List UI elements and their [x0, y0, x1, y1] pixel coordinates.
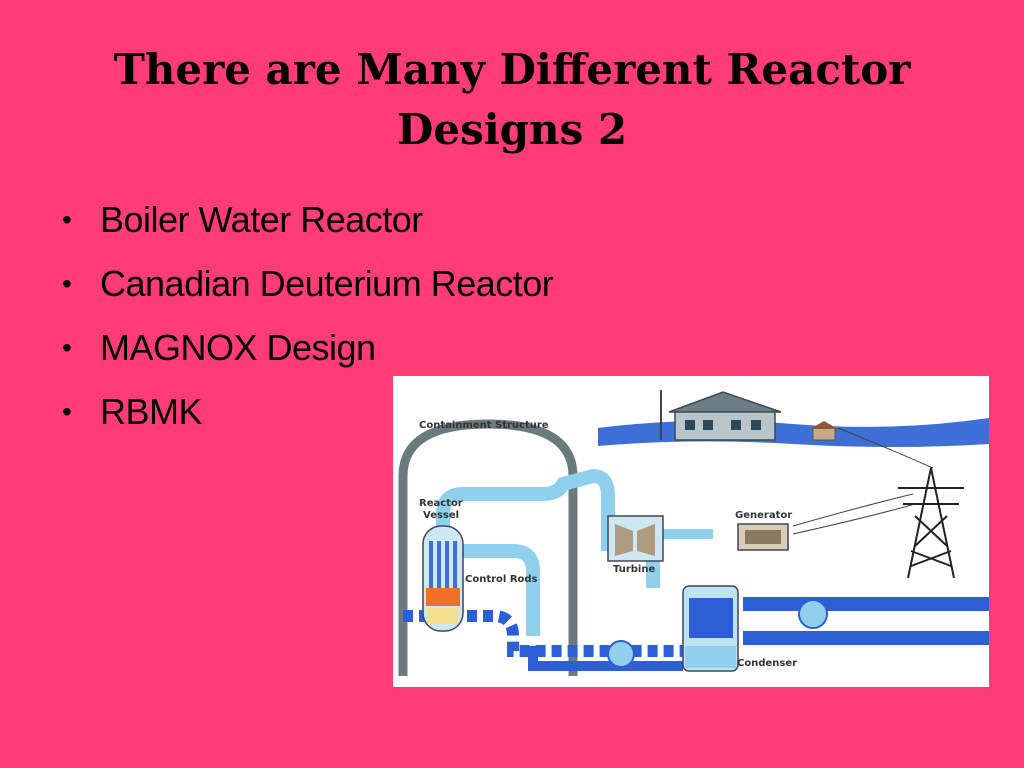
house-icon [668, 391, 782, 441]
bullet-list: • Boiler Water Reactor • Canadian Deuteriu… [60, 188, 554, 444]
feedwater-pipe [453, 544, 540, 636]
reactor-diagram: Containment Structure Reactor Vessel Con… [393, 376, 989, 687]
bullet-dot-icon: • [62, 204, 72, 235]
containment-structure [398, 419, 578, 676]
power-line [837, 427, 934, 469]
generator-label: Generator [735, 510, 792, 521]
bullet-item: • Boiler Water Reactor [60, 188, 553, 252]
power-line [792, 493, 914, 527]
reactor-vessel-label: Reactor [419, 498, 463, 509]
bullet-item: • MAGNOX Design [60, 316, 553, 380]
condenser-label: Condenser [737, 658, 797, 669]
bullet-dot-icon: • [62, 332, 72, 363]
bullet-text: MAGNOX Design [100, 327, 376, 368]
transmission-tower-icon [898, 467, 964, 579]
control-rods-label: Control Rods [465, 574, 538, 585]
pump-icon [607, 640, 635, 668]
turbine [607, 515, 664, 562]
bullet-dot-icon: • [62, 396, 72, 427]
bullet-text: Boiler Water Reactor [100, 199, 423, 240]
generator [737, 523, 789, 551]
containment-label: Containment Structure [419, 420, 549, 431]
bullet-dot-icon: • [62, 268, 72, 299]
steam-pipe [436, 468, 615, 551]
small-house-icon [810, 421, 838, 441]
reactor-vessel-label: Vessel [423, 510, 459, 521]
condenser [682, 585, 739, 672]
bullet-item: • RBMK [60, 380, 553, 444]
cooling-return [528, 646, 683, 671]
power-line [792, 503, 916, 535]
pump-icon [798, 599, 828, 629]
turbine-label: Turbine [613, 564, 655, 575]
bullet-item: • Canadian Deuterium Reactor [60, 252, 554, 316]
bullet-text: Canadian Deuterium Reactor [100, 263, 554, 304]
water-band [598, 418, 989, 447]
reactor-vessel [422, 525, 464, 632]
bullet-text: RBMK [100, 391, 203, 432]
reactor-diagram-svg: Containment Structure Reactor Vessel Con… [398, 390, 989, 676]
slide-title: There are Many Different Reactor Designs… [113, 45, 911, 154]
